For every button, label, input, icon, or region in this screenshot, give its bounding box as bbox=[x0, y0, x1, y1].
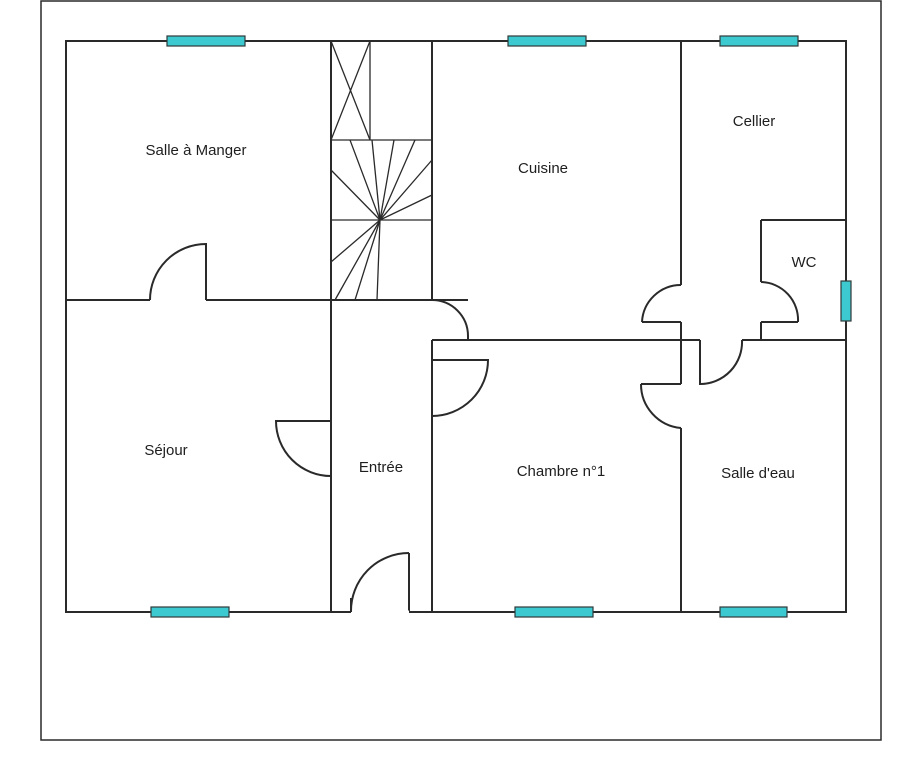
window-salle-d-eau bbox=[719, 606, 788, 618]
room-label-sejour: Séjour bbox=[144, 442, 187, 459]
room-label-entree: Entrée bbox=[359, 459, 403, 476]
window-wc bbox=[840, 280, 852, 322]
room-label-cellier: Cellier bbox=[733, 113, 776, 130]
window-salle-a-manger bbox=[166, 35, 246, 47]
window-sejour bbox=[150, 606, 230, 618]
window-cellier bbox=[719, 35, 799, 47]
room-label-salle-a-manger: Salle à Manger bbox=[146, 142, 247, 159]
room-label-wc: WC bbox=[792, 254, 817, 271]
windows bbox=[150, 35, 852, 618]
doors bbox=[149, 242, 800, 613]
exterior-walls bbox=[65, 40, 847, 613]
room-label-cuisine: Cuisine bbox=[518, 160, 568, 177]
room-label-chambre-1: Chambre n°1 bbox=[517, 463, 606, 480]
window-chambre bbox=[514, 606, 594, 618]
room-label-salle-d-eau: Salle d'eau bbox=[721, 465, 795, 482]
window-cuisine bbox=[507, 35, 587, 47]
interior-walls bbox=[66, 41, 846, 614]
staircase bbox=[330, 40, 433, 301]
plan-frame bbox=[40, 0, 882, 741]
